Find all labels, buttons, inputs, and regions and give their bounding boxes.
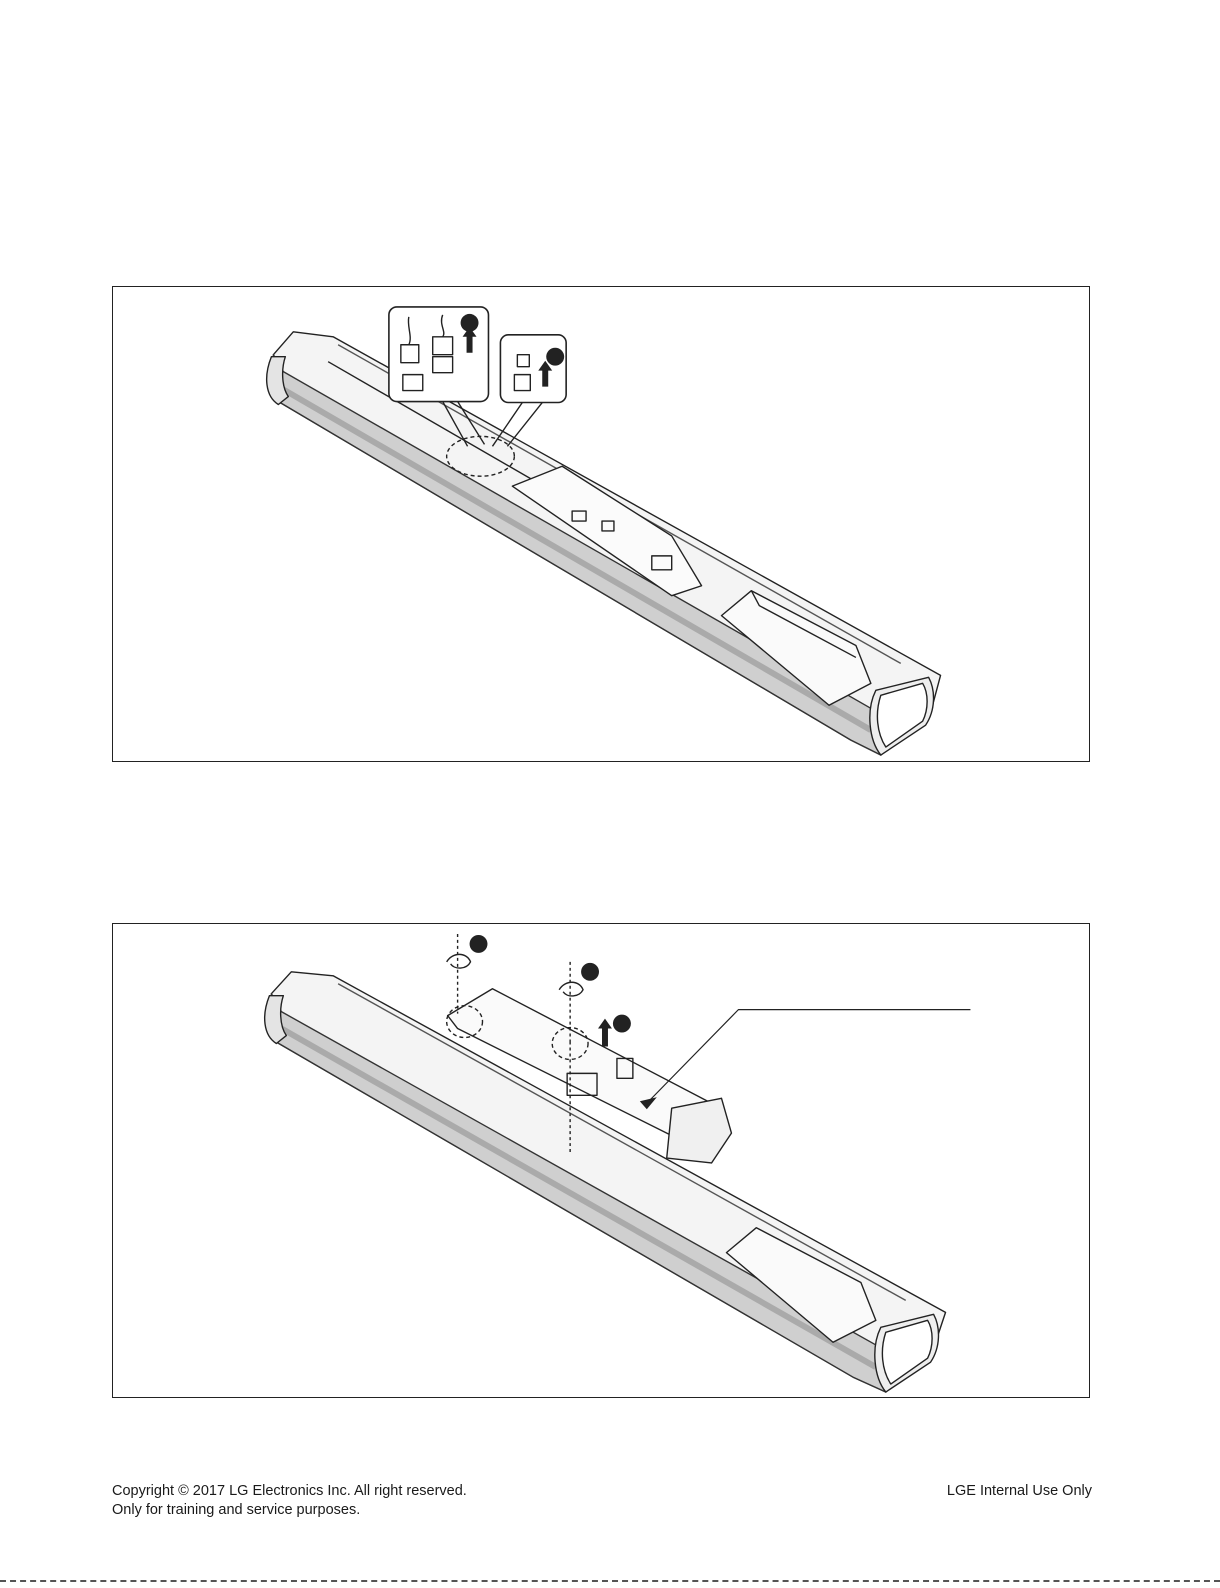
step-marker-screw-1 [470,935,488,953]
step-marker-2 [546,348,564,366]
copyright-text: Copyright © 2017 LG Electronics Inc. All… [112,1482,467,1501]
figure-disconnect-connectors [112,286,1090,762]
soundbar-illustration-2 [113,924,1089,1397]
soundbar-illustration-1 [113,287,1089,761]
page-bottom-rule [0,1580,1220,1582]
step-marker-screw-2 [581,963,599,981]
purpose-text: Only for training and service purposes. [112,1501,467,1520]
figure-remove-main-board [112,923,1090,1398]
footer-internal-use: LGE Internal Use Only [947,1482,1092,1501]
footer-copyright: Copyright © 2017 LG Electronics Inc. All… [112,1482,467,1520]
step-marker-lift [613,1015,631,1033]
